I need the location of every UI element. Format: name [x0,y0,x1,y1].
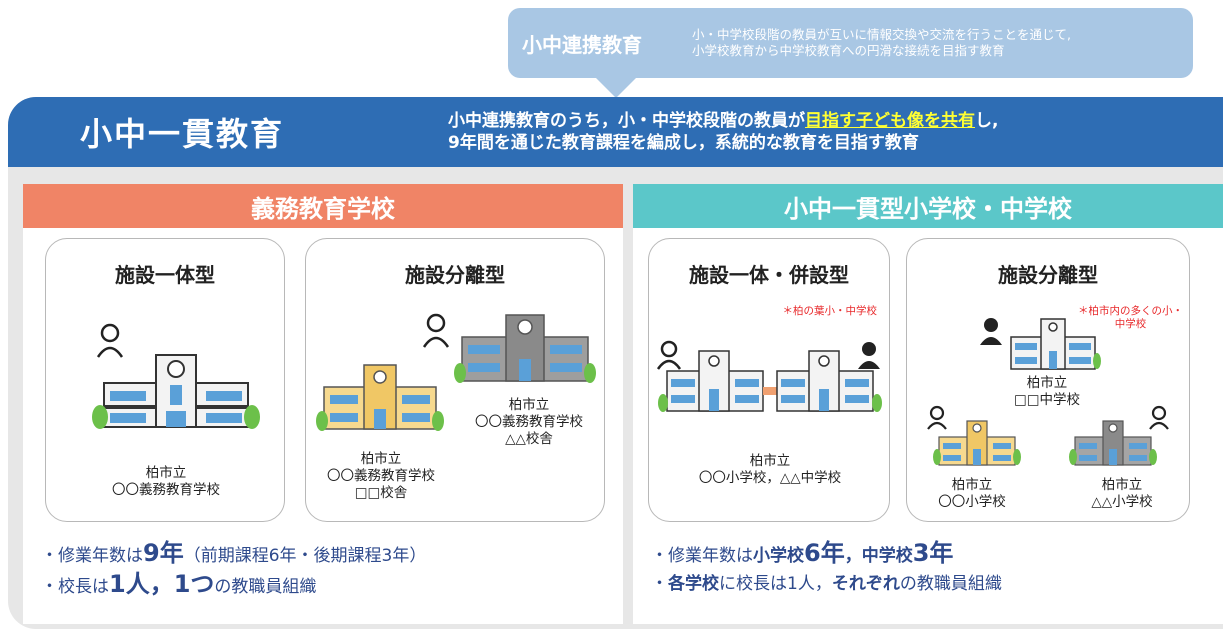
compulsory-bullets: ・修業年数は9年（前期課程6年・後期課程3年） ・校長は1人，1つの教職員組織 [41,539,426,601]
junior-high-line1: 柏市立 [1026,375,1068,391]
bullet-text: の教職員組織 [214,577,317,597]
junior-high-building-icon [980,318,1101,370]
card-separated-facility: 施設分離型 柏市立 〇〇義務教育学校 △△校舎 [305,238,605,522]
main-header: 小中一貫教育 小中連携教育のうち，小・中学校段階の教員が目指す子ども像を共有し,… [8,97,1223,167]
campus-a-label: 柏市立 〇〇義務教育学校 △△校舎 [454,397,604,448]
bullet-emphasis: 各学校 [668,574,719,594]
card-title: 施設一体型 [115,263,215,287]
main-desc-post: し, [975,111,999,131]
campus-b-line1: 柏市立 [360,451,402,467]
elementary-a-line1: 柏市立 [951,477,993,493]
note-line1: ＊柏市内の多くの小・ [1078,305,1183,317]
bullet-emphasis: 6年 [804,539,845,567]
school-pair-line1: 柏市立 [749,453,791,469]
bullet-emphasis: 小学校 [753,546,804,566]
note-kashiwa-city: ＊柏市内の多くの小・ 中学校 [1078,305,1183,331]
main-desc-highlight: 目指す子ども像を共有 [805,111,975,131]
callout-description: 小・中学校段階の教員が互いに情報交換や交流を行うことを通じて, 小学校教育から中… [692,27,1071,59]
bullet-text: （前期課程6年・後期課程3年） [183,546,427,566]
school-label: 柏市立 〇〇義務教育学校 [46,465,286,499]
school-label-line2: 〇〇義務教育学校 [112,482,220,498]
card-title: 施設分離型 [405,263,505,287]
card-title: 施設分離型 [998,263,1098,287]
card-title: 施設一体・併設型 [689,263,849,287]
campus-a-line2: 〇〇義務教育学校 [475,414,583,430]
card-integrated-facility: 施設一体型 柏市立 〇〇義務教育学校 [45,238,285,522]
bullet-years: ・修業年数は9年（前期課程6年・後期課程3年） [41,539,426,570]
twin-school-buildings-icon [656,340,882,412]
school-building-yellow-icon [316,364,444,431]
bullet-emphasis: 1人，1つ [109,570,215,598]
school-building-icon [92,323,260,429]
bullet-text: ・校長は [41,577,109,597]
main-title: 小中一貫教育 [80,115,285,153]
bullet-emphasis: それぞれ [831,574,900,594]
card-integrated-adjacent: 施設一体・併設型 ＊柏の葉小・中学校 [648,238,890,522]
compulsory-education-school-panel: 義務教育学校 施設一体型 柏市立 〇〇義務教育学校 [23,184,623,624]
card-separated-linked: 施設分離型 ＊柏市内の多くの小・ 中学校 柏市立 □□中学校 [906,238,1190,522]
callout-title: 小中連携教育 [522,32,642,57]
campus-b-line2: 〇〇義務教育学校 [327,468,435,484]
elementary-b-label: 柏市立 △△小学校 [1067,477,1177,511]
junior-high-line2: □□中学校 [1013,392,1080,408]
campus-b-label: 柏市立 〇〇義務教育学校 □□校舎 [306,451,456,502]
elementary-a-label: 柏市立 〇〇小学校 [917,477,1027,511]
elementary-b-line1: 柏市立 [1101,477,1143,493]
bullet-text: ・修業年数は [41,546,143,566]
bullet-principal: ・校長は1人，1つの教職員組織 [41,570,426,601]
main-description: 小中連携教育のうち，小・中学校段階の教員が目指す子ども像を共有し, 9年間を通じ… [448,110,998,154]
integrated-education-frame: 小中一貫教育 小中連携教育のうち，小・中学校段階の教員が目指す子ども像を共有し,… [8,97,1223,629]
bullet-text: ・ [651,574,668,594]
main-desc-line1: 小中連携教育のうち，小・中学校段階の教員が目指す子ども像を共有し, [448,110,998,132]
note-kashiwanoha: ＊柏の葉小・中学校 [782,305,878,317]
bullet-emphasis: 3年 [912,539,954,567]
main-desc-line2: 9年間を通じた教育課程を編成し，系統的な教育を目指す教育 [448,133,919,153]
junior-high-label: 柏市立 □□中学校 [987,375,1107,409]
school-building-grey-icon [422,313,596,383]
bullet-principal: ・各学校に校長は1人，それぞれの教職員組織 [651,570,1002,598]
bullet-emphasis: ，中学校 [844,546,913,566]
school-linkage-callout: 小中連携教育 小・中学校段階の教員が互いに情報交換や交流を行うことを通じて, 小… [508,8,1193,78]
campus-b-line3: □□校舎 [354,485,408,501]
callout-desc-line1: 小・中学校段階の教員が互いに情報交換や交流を行うことを通じて, [692,27,1071,42]
elementary-yellow-building-icon [927,405,1021,466]
elementary-a-line2: 〇〇小学校 [938,494,1006,510]
school-label-line1: 柏市立 [145,465,187,481]
elementary-b-line2: △△小学校 [1091,494,1153,510]
main-desc-pre: 小中連携教育のうち，小・中学校段階の教員が [448,111,805,131]
panel-heading-compulsory: 義務教育学校 [23,184,623,228]
bullet-text: ・修業年数は [651,546,753,566]
callout-desc-line2: 小学校教育から中学校教育への円滑な接続を目指す教育 [692,43,1005,58]
school-pair-line2: 〇〇小学校，△△中学校 [698,470,842,486]
bullet-text: に校長は1人， [719,574,832,594]
campus-a-line3: △△校舎 [505,431,553,447]
linked-elementary-junior-panel: 小中一貫型小学校・中学校 施設一体・併設型 ＊柏の葉小・中学校 [633,184,1223,624]
campus-a-line1: 柏市立 [508,397,550,413]
bullet-years: ・修業年数は小学校6年，中学校3年 [651,539,1002,570]
bullet-emphasis: 9年 [143,539,184,567]
callout-arrow [594,76,638,98]
note-line2: 中学校 [1114,318,1147,330]
bullet-text: の教職員組織 [899,574,1002,594]
linked-bullets: ・修業年数は小学校6年，中学校3年 ・各学校に校長は1人，それぞれの教職員組織 [651,539,1002,598]
panel-heading-linked: 小中一貫型小学校・中学校 [633,184,1223,228]
elementary-grey-building-icon [1069,405,1169,466]
school-pair-label: 柏市立 〇〇小学校，△△中学校 [649,453,891,487]
